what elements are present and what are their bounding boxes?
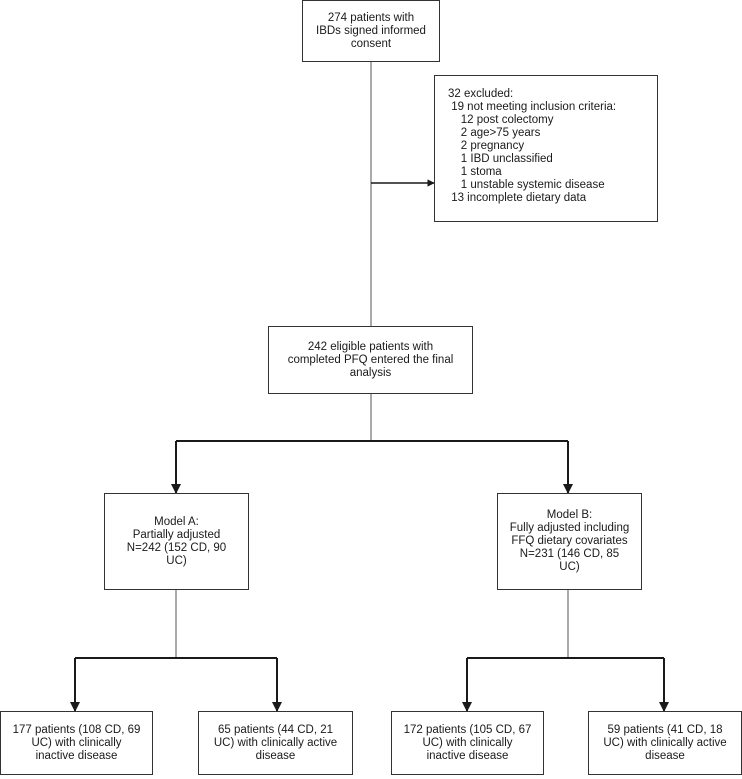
box-text-line: IBDs signed informed: [316, 24, 426, 37]
box-text-line: 19 not meeting inclusion criteria:: [448, 101, 617, 113]
box-text-line: UC) with clinically active: [603, 736, 727, 749]
box-text-line: FFQ dietary covariates: [511, 535, 628, 547]
box-text-line: 59 patients (41 CD, 18: [607, 723, 723, 736]
box-text-line: 1 IBD unclassified: [448, 153, 553, 165]
box-text-line: N=231 (146 CD, 85: [519, 548, 620, 560]
box-text-line: 32 excluded:: [448, 88, 514, 100]
box-text-line: disease: [255, 749, 296, 762]
box-text-line: 172 patients (105 CD, 67: [403, 723, 532, 736]
box-text-line: 242 eligible patients with: [307, 340, 434, 353]
box-text-line: N=242 (152 CD, 90: [126, 541, 227, 554]
box-text-line: consent: [350, 37, 392, 50]
box-text-line: Model B:: [546, 509, 593, 521]
box-text-line: 274 patients with: [327, 11, 415, 24]
box-text-line: UC) with clinically: [31, 736, 122, 749]
box-text-line: disease: [645, 749, 685, 762]
box-text-line: 12 post colectomy: [448, 114, 554, 126]
box-text-line: Partially adjusted: [132, 528, 221, 541]
box-text-line: 2 age>75 years: [448, 127, 541, 139]
excluded-text: 32 excluded: 19 not meeting inclusion cr…: [448, 88, 657, 205]
box-text-line: UC) with clinically active: [213, 736, 338, 749]
box-text-line: analysis: [349, 366, 392, 379]
excluded-box: 32 excluded: 19 not meeting inclusion cr…: [434, 75, 658, 222]
box-text-line: UC): [166, 554, 187, 567]
box-text-line: inactive disease: [426, 749, 509, 762]
box-text-line: 1 unstable systemic disease: [448, 179, 605, 191]
box-text-line: 13 incomplete dietary data: [448, 192, 587, 204]
box-text-line: 2 pregnancy: [448, 140, 525, 152]
box-text-line: UC) with clinically: [422, 736, 513, 749]
box-text-line: 1 stoma: [448, 166, 502, 178]
box-text-line: 65 patients (44 CD, 21: [217, 723, 334, 736]
box-text-line: 177 patients (108 CD, 69: [12, 723, 141, 736]
box-text-line: Model A:: [154, 515, 199, 528]
box-text-line: completed PFQ entered the final: [287, 353, 454, 366]
box-text-line: Fully adjusted including: [509, 522, 630, 534]
box-text-line: inactive disease: [35, 749, 118, 762]
box-text-line: UC): [559, 561, 580, 573]
